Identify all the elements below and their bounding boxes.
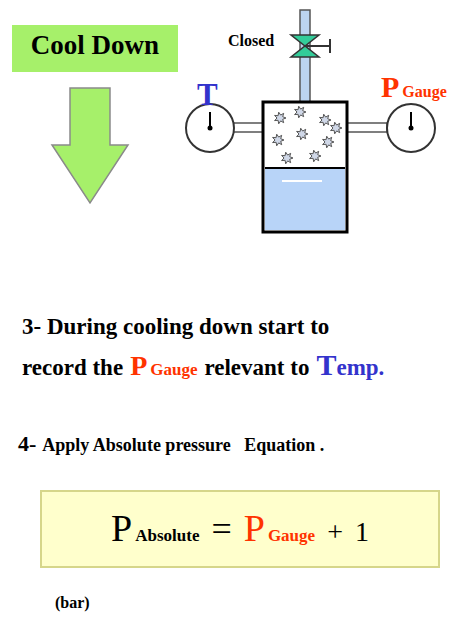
equation-symbol: P [111, 508, 132, 550]
equation-subscript: Absolute [135, 527, 199, 546]
equation-subscript: Gauge [268, 527, 315, 546]
liquid [265, 168, 345, 230]
pressure-gauge [387, 104, 435, 152]
instruction-text: 3- During cooling down start to [22, 314, 329, 339]
text-line: 4- Apply Absolute pressure Equation . [18, 432, 324, 456]
valve-handle [329, 39, 331, 53]
instruction-text: Apply Absolute pressure Equation . [42, 435, 324, 455]
gauge-label: P [381, 70, 399, 103]
equation-symbol: P [244, 508, 265, 550]
gauge-label: Gauge [402, 83, 446, 100]
down-arrow [52, 88, 128, 203]
instruction-symbol: P [130, 350, 147, 381]
instruction-symbol: T [316, 348, 336, 381]
gauge-pivot [208, 126, 213, 131]
instruction-text: emp. [336, 355, 384, 380]
gas-particle [275, 112, 286, 124]
instruction-text: record the [22, 355, 123, 380]
instruction-text: relevant to [204, 355, 309, 380]
valve [291, 35, 319, 46]
gas-particles [273, 106, 342, 164]
instruction-subscript: Gauge [150, 360, 197, 379]
equation-operator: = [211, 510, 231, 550]
gas-particle [331, 122, 342, 134]
text-line: 3- During cooling down start to [22, 314, 329, 339]
text-line: PGauge [381, 70, 447, 103]
text-line: record the PGauge relevant to Temp. [22, 348, 384, 382]
valve-handle [305, 45, 330, 47]
liquid-highlight [282, 180, 322, 182]
step-title: Cool Down [31, 31, 159, 61]
gas-particle [323, 136, 334, 148]
gas-particle [273, 134, 284, 146]
gauge-pipe [346, 123, 387, 132]
valve-state: Closed [228, 32, 274, 49]
valve [291, 46, 319, 57]
unit-label: (bar) [55, 594, 90, 611]
text-line: T [197, 78, 218, 112]
gauge-pivot [409, 126, 414, 131]
gas-particle [297, 128, 308, 140]
vessel [263, 102, 347, 232]
equation-number: 1 [355, 517, 369, 548]
gas-particle [310, 150, 321, 162]
liquid-surface [265, 167, 345, 169]
gas-particle [320, 114, 331, 126]
gauge-pipe [233, 123, 264, 132]
text-line: (bar) [55, 594, 90, 612]
gauge-label: T [197, 77, 218, 112]
equation-box: PAbsolute=PGauge+1 [40, 490, 440, 568]
step-number: 4- [18, 431, 36, 456]
title-box: Cool Down [12, 25, 178, 72]
gas-particle [282, 152, 293, 164]
gas-particle [295, 106, 306, 118]
equation-operator: + [327, 517, 343, 548]
text-line: Closed [228, 32, 274, 50]
